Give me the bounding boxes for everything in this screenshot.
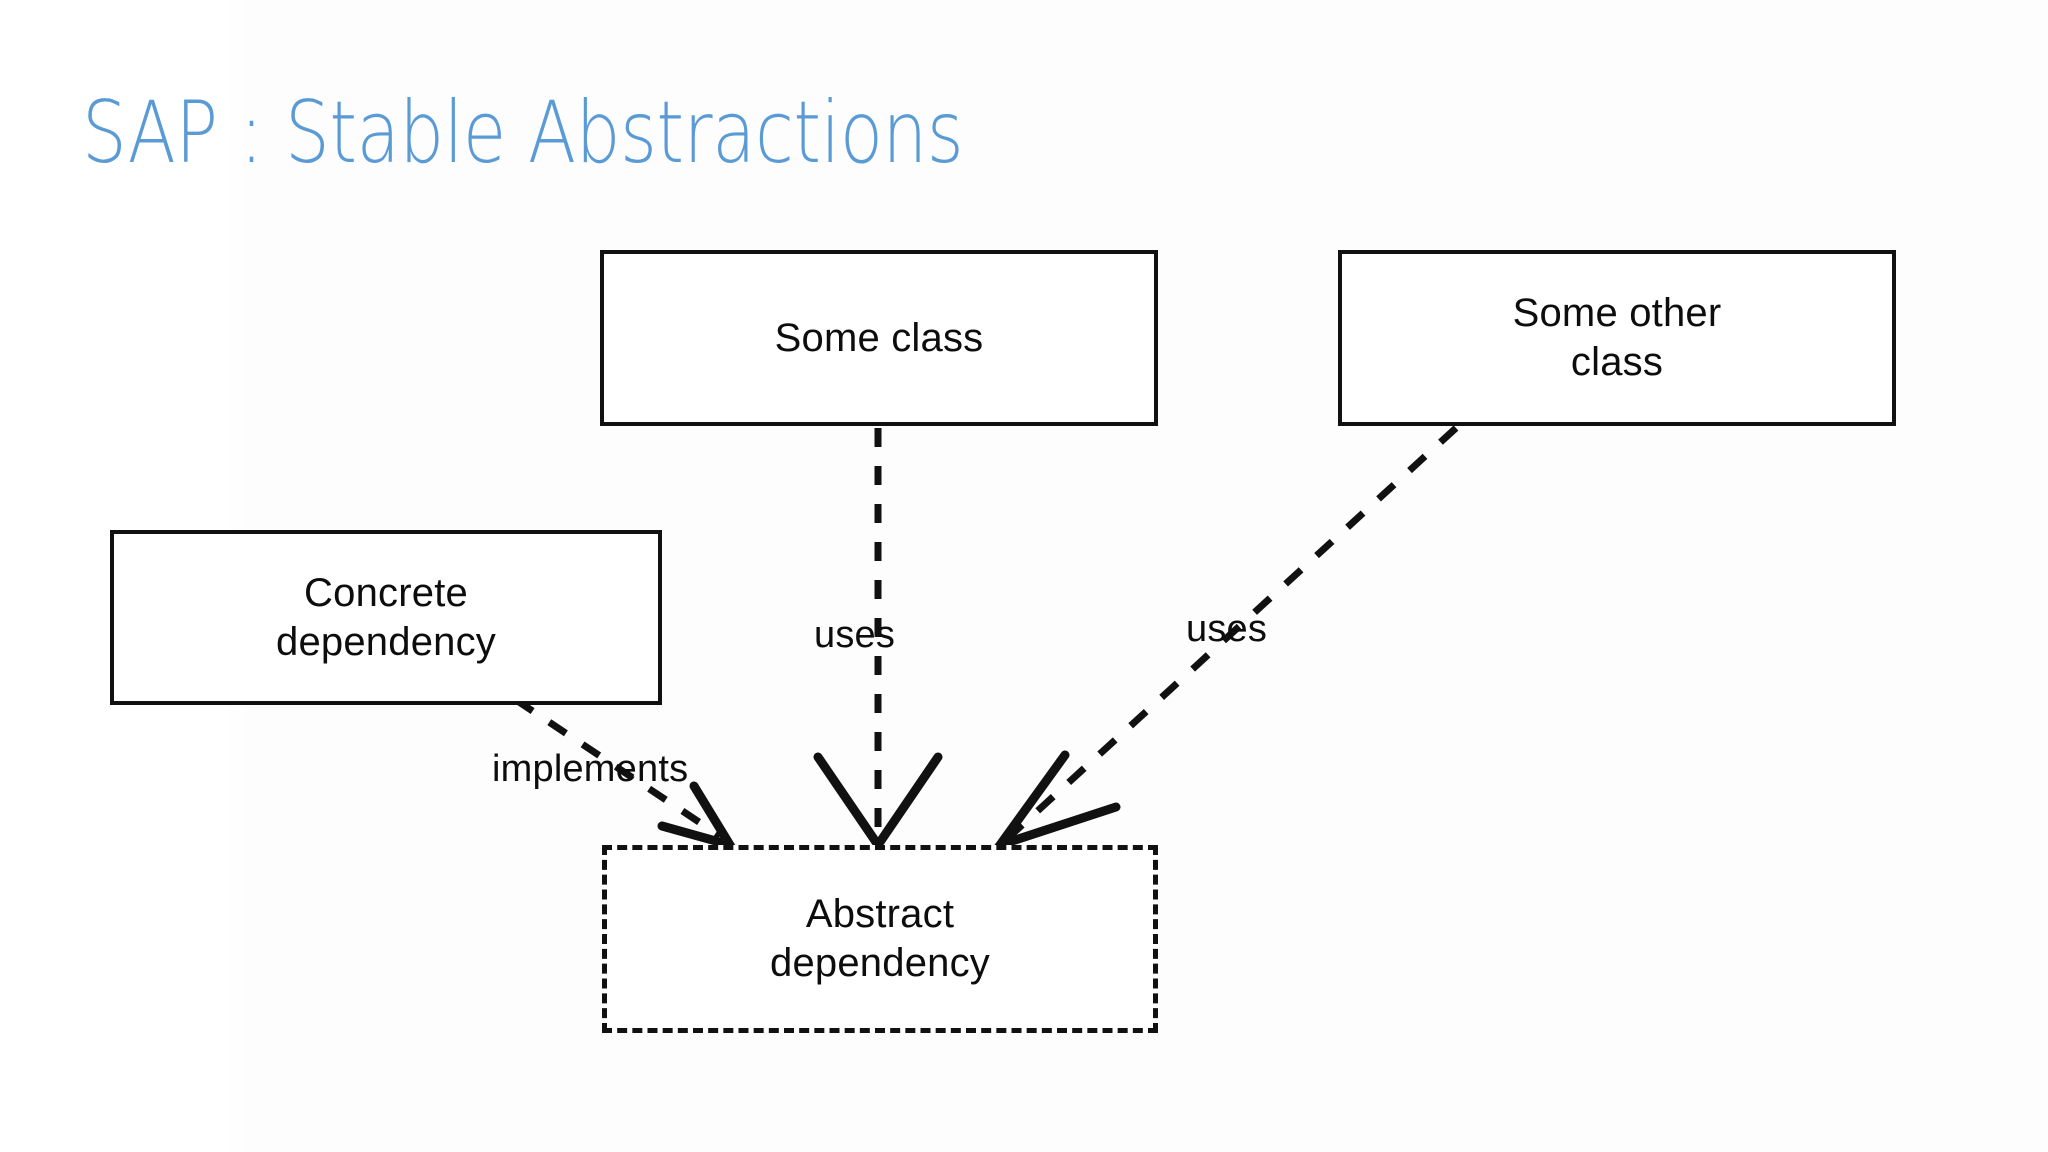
- class-box-some-class-label: Some class: [774, 315, 984, 360]
- edge-label-implements: implements: [492, 748, 689, 790]
- page-title: SAP : Stable Abstractions: [82, 83, 964, 183]
- arrowhead-concrete-implements-abstract: [657, 781, 740, 853]
- class-box-some-other-class[interactable]: Some other class: [1338, 250, 1896, 426]
- class-box-abstract-dependency-label: Abstract dependency: [770, 892, 990, 985]
- class-box-abstract-dependency[interactable]: Abstract dependency: [602, 845, 1158, 1033]
- edge-label-uses-left: uses: [814, 614, 896, 656]
- edge-concrete-implements-abstract: [514, 697, 722, 839]
- class-box-some-class[interactable]: Some class: [600, 250, 1158, 426]
- class-box-some-other-class-label: Some other class: [1512, 291, 1722, 384]
- class-box-concrete-dependency[interactable]: Concrete dependency: [110, 530, 662, 705]
- edge-some-other-class-uses-abstract: [1005, 425, 1459, 841]
- edge-label-uses-right: uses: [1186, 608, 1268, 650]
- class-box-concrete-dependency-label: Concrete dependency: [276, 570, 496, 664]
